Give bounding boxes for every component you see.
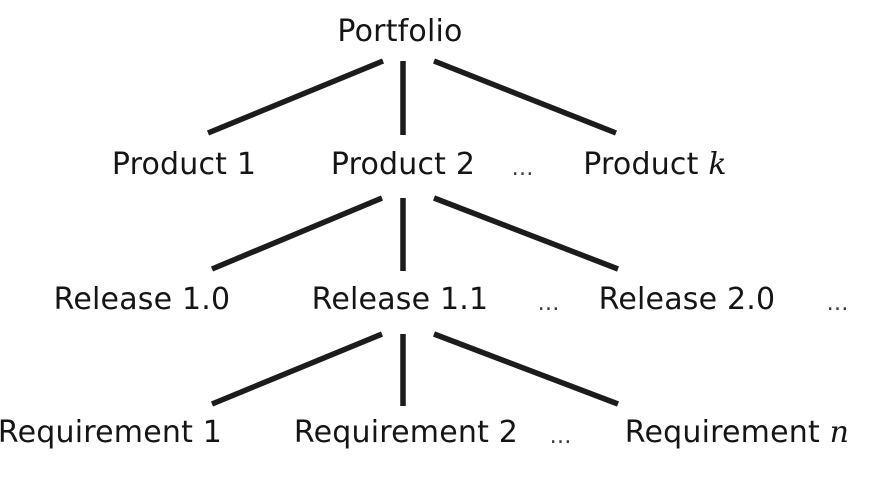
node-requirement-n: Requirement n <box>625 418 849 448</box>
ellipsis-requirements: … <box>549 424 573 449</box>
ellipsis-products: … <box>511 156 535 181</box>
edge-release11-requirementn <box>433 331 619 407</box>
node-product-k: Product k <box>583 150 726 180</box>
node-product-k-text: Product <box>583 147 709 182</box>
edge-release11-requirement1 <box>210 331 384 407</box>
node-requirement-2: Requirement 2 <box>293 415 519 450</box>
edge-portfolio-product1 <box>206 58 385 136</box>
edge-product2-release20 <box>433 195 619 272</box>
node-product-1: Product 1 <box>111 147 257 182</box>
edge-product2-release10 <box>210 195 384 272</box>
ellipsis-releases-trailing: … <box>826 291 850 316</box>
node-product-k-variable: k <box>708 147 727 182</box>
ellipsis-releases-middle: … <box>537 291 561 316</box>
node-release-1-0: Release 1.0 <box>53 282 231 317</box>
node-product-2: Product 2 <box>330 147 476 182</box>
node-requirement-n-text: Requirement <box>624 415 830 450</box>
node-release-2-0: Release 2.0 <box>598 282 776 317</box>
edge-portfolio-productk <box>432 58 618 136</box>
node-requirement-1: Requirement 1 <box>0 415 223 450</box>
node-release-1-1: Release 1.1 <box>311 282 489 317</box>
node-portfolio: Portfolio <box>337 14 463 49</box>
node-requirement-n-variable: n <box>829 415 850 450</box>
